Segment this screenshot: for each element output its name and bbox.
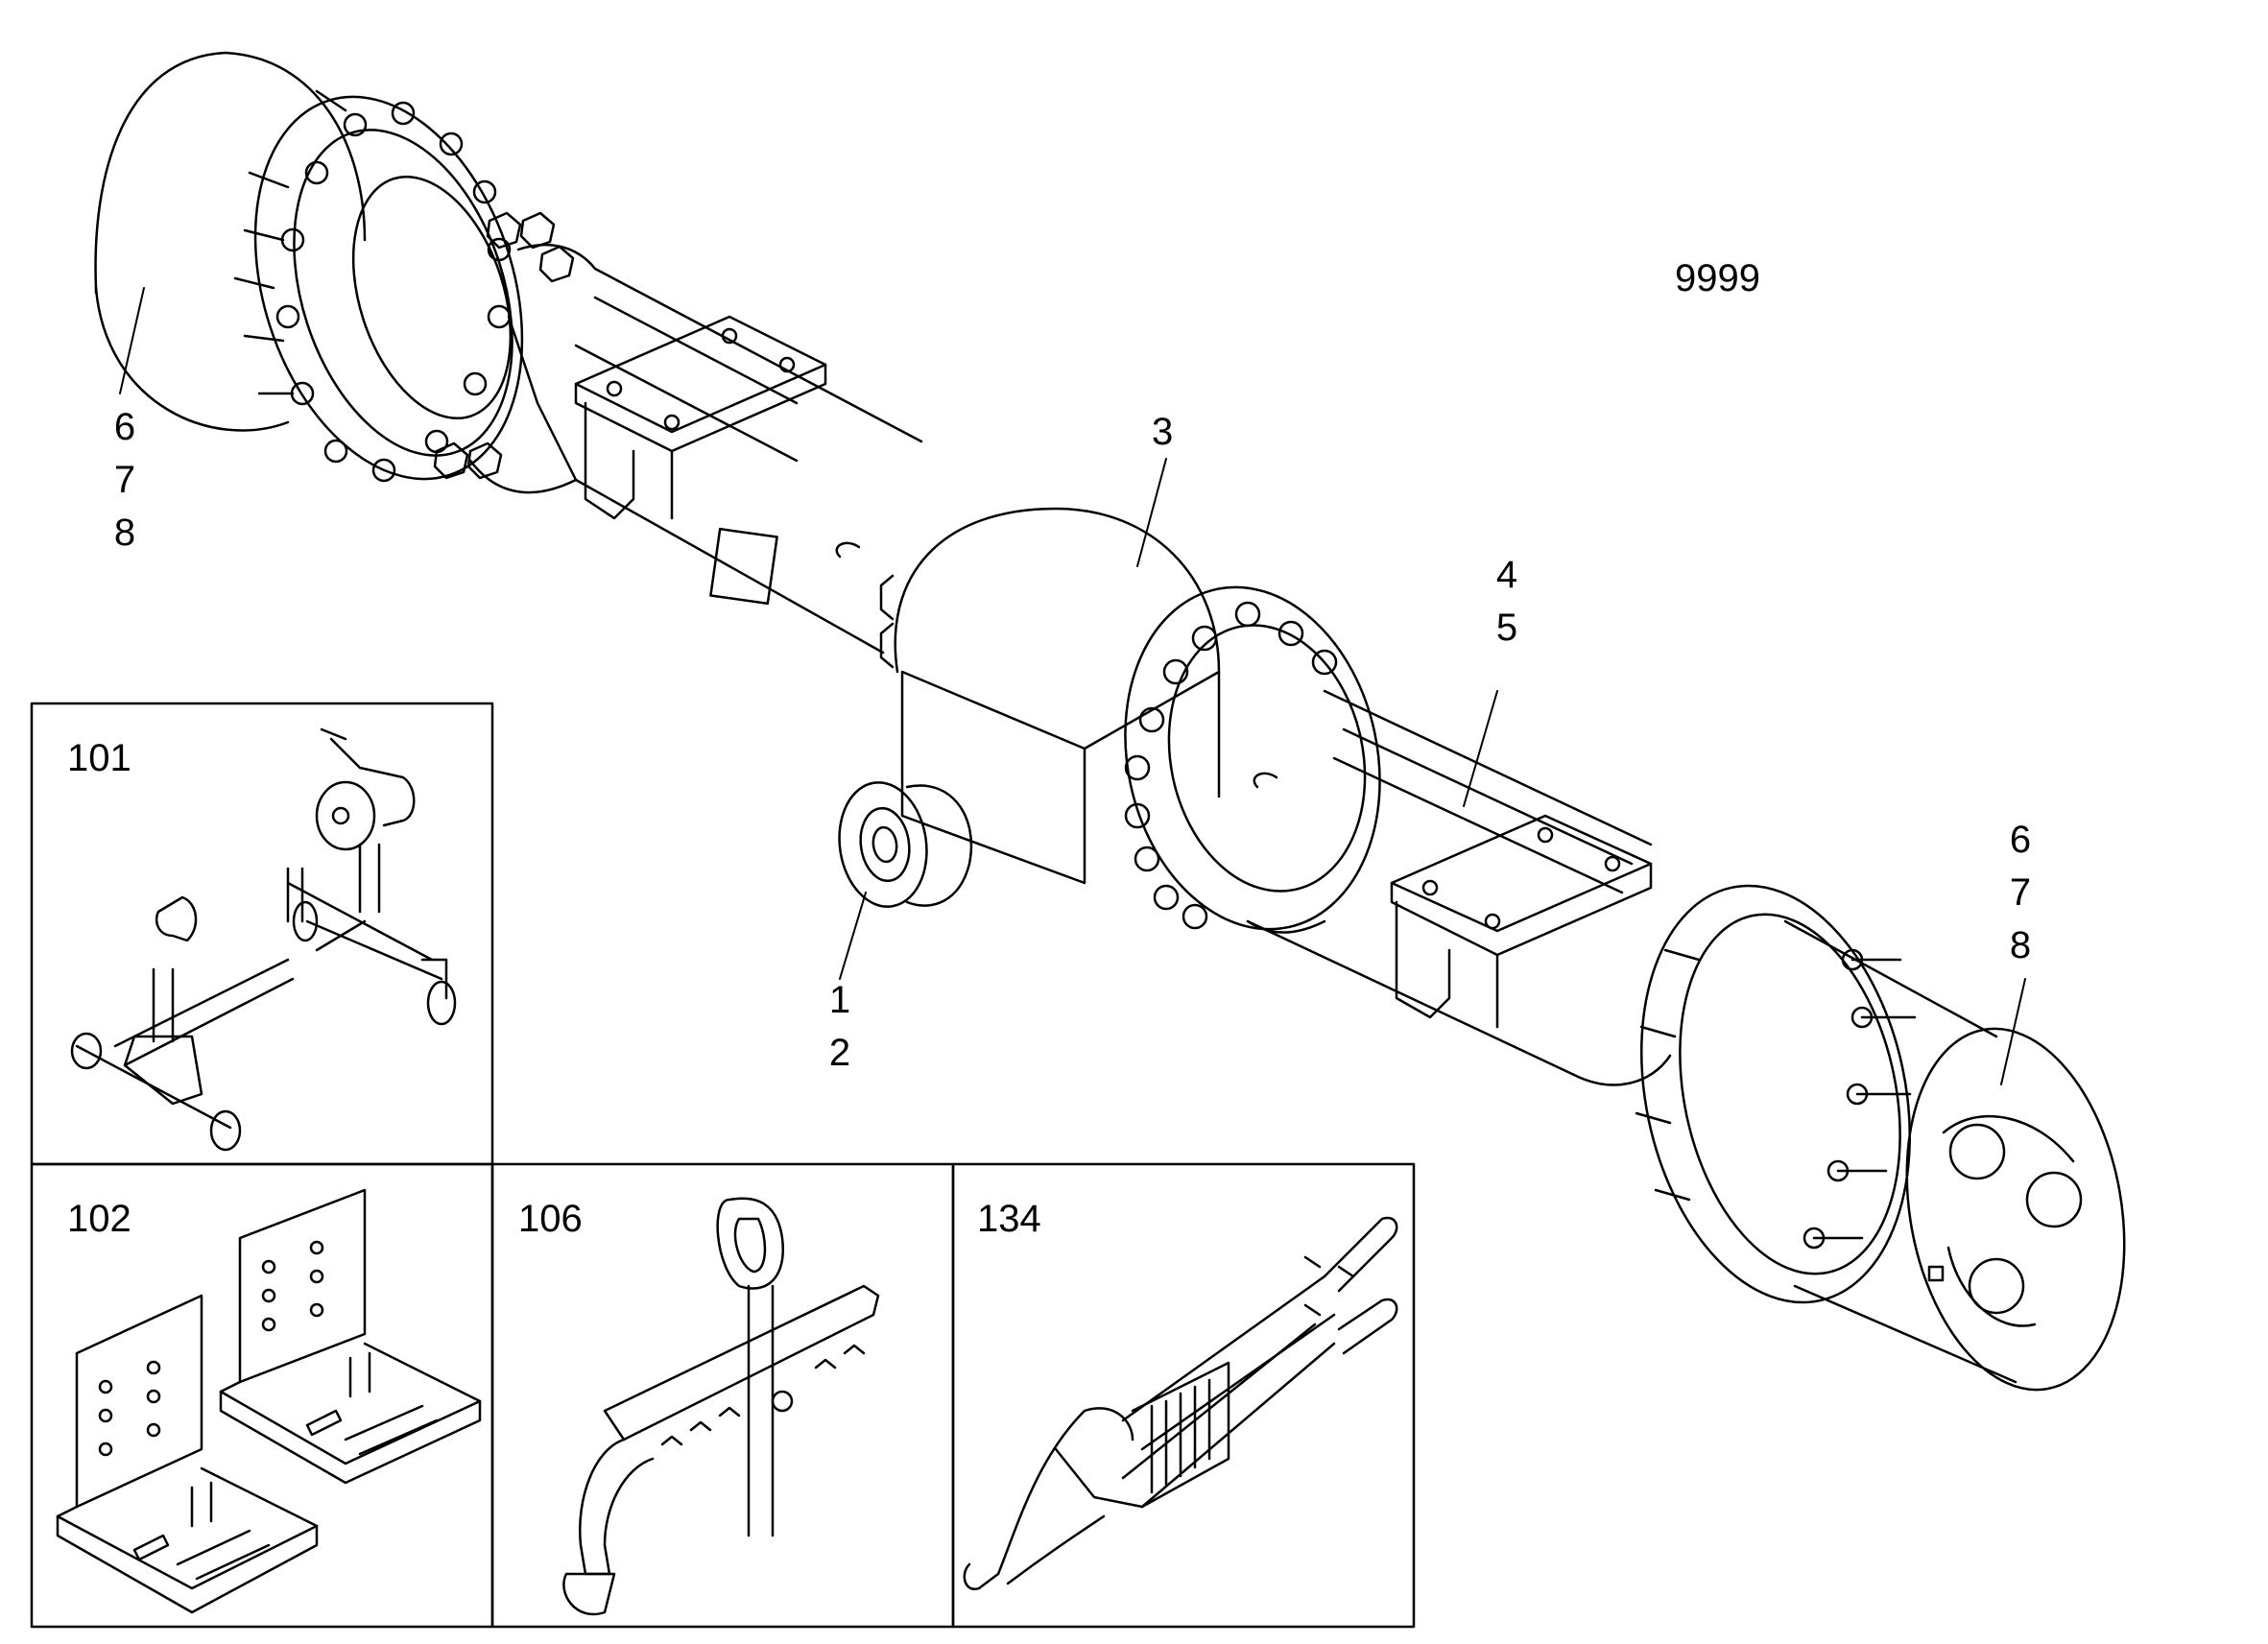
callout-pinion-2: 2 bbox=[828, 1032, 851, 1074]
pinion-flange bbox=[831, 776, 971, 912]
leader-left-hub bbox=[120, 288, 144, 393]
tool-101-stand-drawing bbox=[72, 729, 455, 1150]
tool-box-134-label: 134 bbox=[977, 1198, 1041, 1240]
callout-right-hub-7: 7 bbox=[2009, 871, 2032, 914]
center-housing bbox=[881, 509, 1411, 953]
leader-lines bbox=[120, 288, 2025, 1084]
tool-box-134-frame bbox=[953, 1164, 1414, 1627]
tool-box-106-label: 106 bbox=[518, 1198, 583, 1240]
diagram-code: 9999 bbox=[1675, 257, 1760, 299]
right-wheel-drum bbox=[1785, 921, 2151, 1407]
leader-right-hub bbox=[2001, 979, 2025, 1084]
callout-right-arm-5: 5 bbox=[1495, 607, 1518, 649]
tool-134-pliers-drawing bbox=[965, 1218, 1397, 1589]
callout-right-arm-4: 4 bbox=[1495, 554, 1518, 596]
housing-bolts bbox=[881, 576, 1336, 928]
tool-box-101-label: 101 bbox=[67, 737, 131, 779]
callout-left-hub-7: 7 bbox=[113, 459, 136, 501]
axle-assembly bbox=[96, 53, 2152, 1407]
callout-left-hub: 6 7 8 bbox=[106, 401, 144, 560]
right-axle-arm bbox=[1248, 691, 1670, 1084]
leader-right-arm bbox=[1464, 691, 1497, 806]
tool-box-102-label: 102 bbox=[67, 1198, 131, 1240]
callout-right-hub-8: 8 bbox=[2009, 924, 2032, 966]
left-hub-bolts bbox=[435, 213, 573, 478]
tool-102-brackets-drawing bbox=[58, 1190, 480, 1612]
tool-106-puller-drawing bbox=[563, 1199, 878, 1614]
tool-box-frames bbox=[32, 703, 1414, 1627]
left-hub-flange bbox=[209, 62, 573, 513]
callout-right-arm: 4 5 bbox=[1488, 549, 1526, 655]
left-axle-arm bbox=[470, 245, 921, 653]
left-wheel-drum bbox=[96, 53, 365, 431]
callout-right-hub: 6 7 8 bbox=[2001, 814, 2040, 972]
left-hub-studs bbox=[235, 91, 510, 481]
callout-pinion-1: 1 bbox=[828, 979, 851, 1021]
callout-pinion-flange: 1 2 bbox=[821, 974, 859, 1080]
callout-left-hub-6: 6 bbox=[113, 406, 136, 448]
right-hub-flange bbox=[1605, 861, 1946, 1328]
right-hub-studs bbox=[1636, 950, 1915, 1248]
callout-left-hub-8: 8 bbox=[113, 512, 136, 554]
leader-pinion bbox=[840, 893, 866, 979]
callout-right-hub-6: 6 bbox=[2009, 819, 2032, 861]
leader-housing bbox=[1137, 459, 1166, 566]
callout-center-housing: 3 bbox=[1152, 411, 1174, 453]
